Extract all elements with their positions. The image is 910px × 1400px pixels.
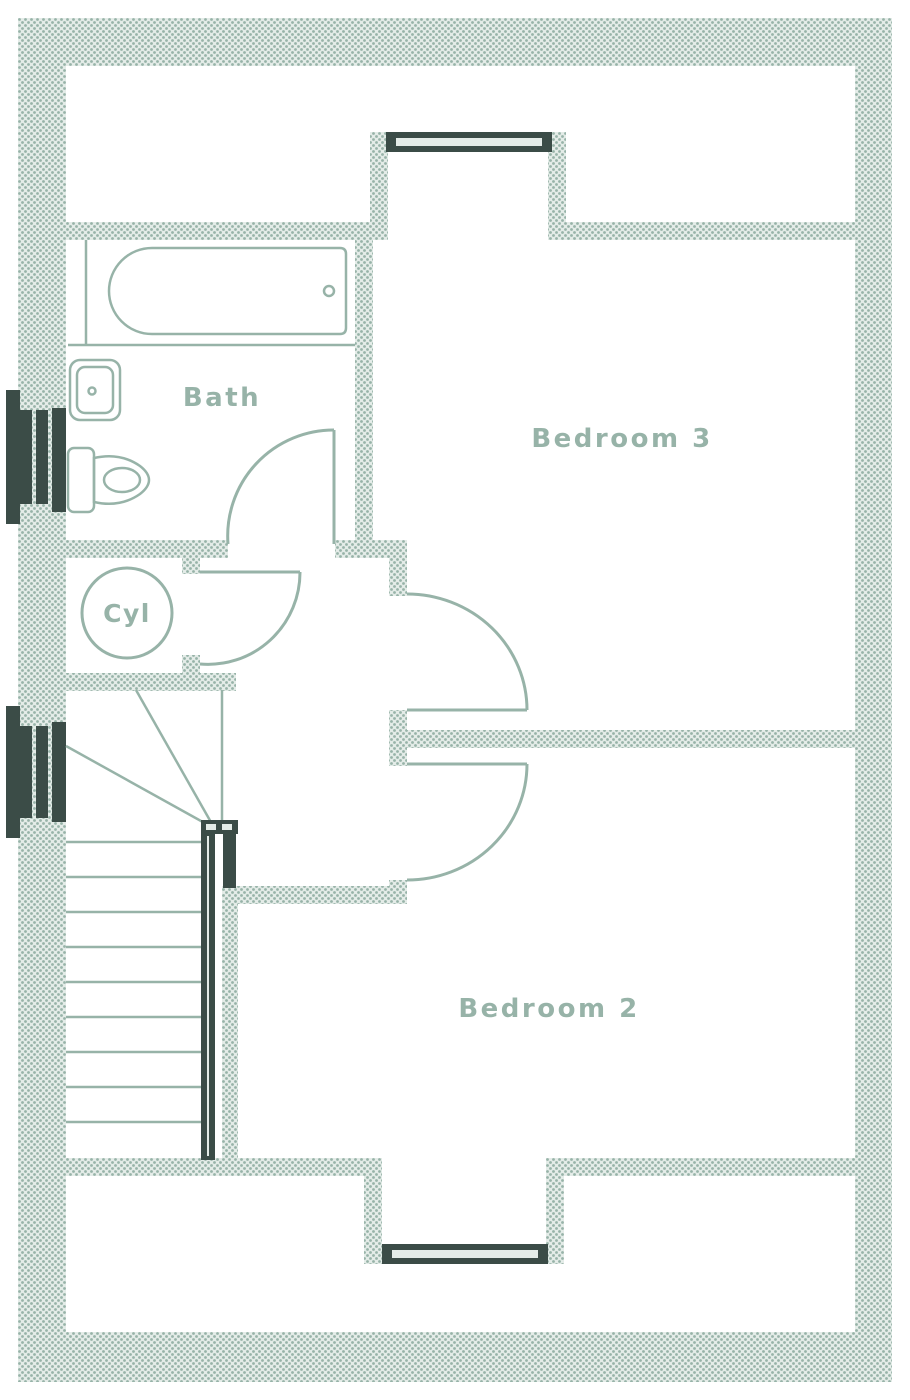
cylinder-circle bbox=[80, 566, 174, 660]
window-top bbox=[386, 132, 552, 152]
window-left-bath bbox=[6, 390, 66, 524]
bath-label: Bath bbox=[183, 383, 261, 413]
bathtub bbox=[68, 240, 355, 347]
toilet bbox=[66, 446, 151, 514]
cylinder-label: Cyl bbox=[103, 599, 151, 628]
bedroom3-door bbox=[406, 592, 529, 712]
window-bottom bbox=[382, 1244, 548, 1264]
bath-door bbox=[226, 428, 336, 545]
bedroom3-label: Bedroom 3 bbox=[531, 424, 712, 454]
exterior-walls bbox=[18, 18, 892, 1382]
bedroom2-door bbox=[406, 762, 529, 882]
window-left-stairs bbox=[6, 706, 66, 838]
staircase bbox=[65, 689, 238, 1160]
interior-walls bbox=[66, 132, 855, 1264]
bedroom2-label: Bedroom 2 bbox=[458, 994, 639, 1024]
basin bbox=[68, 358, 122, 422]
cylinder-door bbox=[199, 570, 302, 666]
